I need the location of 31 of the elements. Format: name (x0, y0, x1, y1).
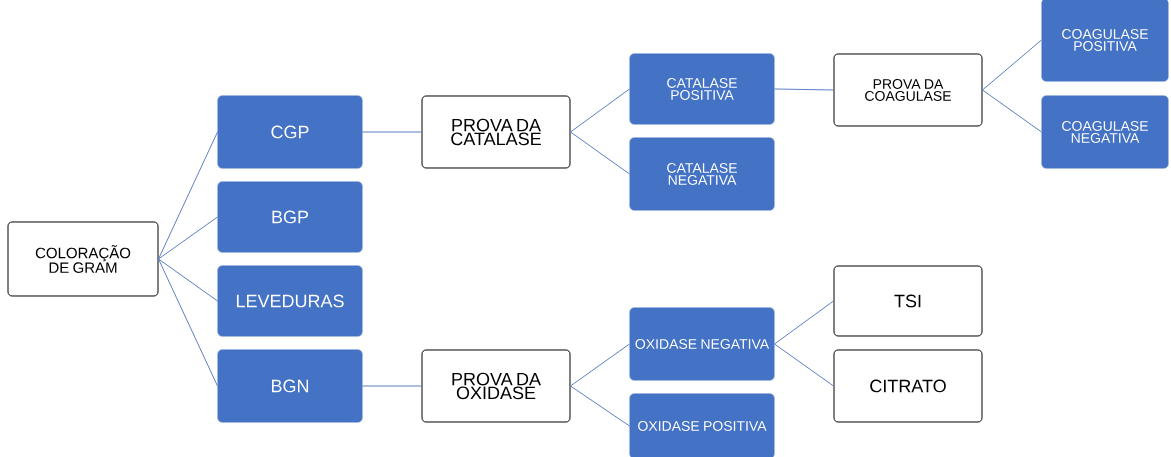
process-box: COAGULASE NEGATIVA (1041, 95, 1169, 169)
connector-line (982, 39, 1042, 91)
process-box: BGP (217, 181, 363, 253)
process-box: BGN (217, 349, 363, 423)
connector-line (774, 343, 834, 387)
process-box: OXIDASE NEGATIVA (629, 307, 775, 381)
process-box: OXIDASE POSITIVA (629, 393, 775, 457)
process-box: PROVA DA CATALASE (421, 95, 571, 169)
connector-line (158, 216, 218, 260)
process-box: CATALASE POSITIVA (629, 53, 775, 125)
connector-line (774, 300, 834, 345)
process-box: PROVA DA COAGULASE (833, 53, 983, 127)
process-box: PROVA DA OXIDASE (421, 349, 571, 423)
connector-line (158, 131, 218, 260)
connector-line (982, 89, 1042, 133)
process-box: COAGULASE POSITIVA (1041, 0, 1169, 82)
process-box: CATALASE NEGATIVA (629, 137, 775, 211)
connector-line (570, 343, 630, 387)
connector-line (362, 385, 422, 387)
connector-line (570, 131, 630, 175)
process-box: CITRATO (833, 349, 983, 423)
connector-line (570, 88, 630, 133)
connector-line (158, 258, 218, 387)
connector-line (570, 385, 630, 427)
connector-line (774, 88, 834, 91)
process-box: CGP (217, 95, 363, 169)
process-box: LEVEDURAS (217, 265, 363, 337)
process-box: COLORAÇÃO DE GRAM (7, 221, 159, 297)
connector-line (158, 258, 218, 302)
connector-line (362, 131, 422, 133)
process-box: TSI (833, 265, 983, 337)
